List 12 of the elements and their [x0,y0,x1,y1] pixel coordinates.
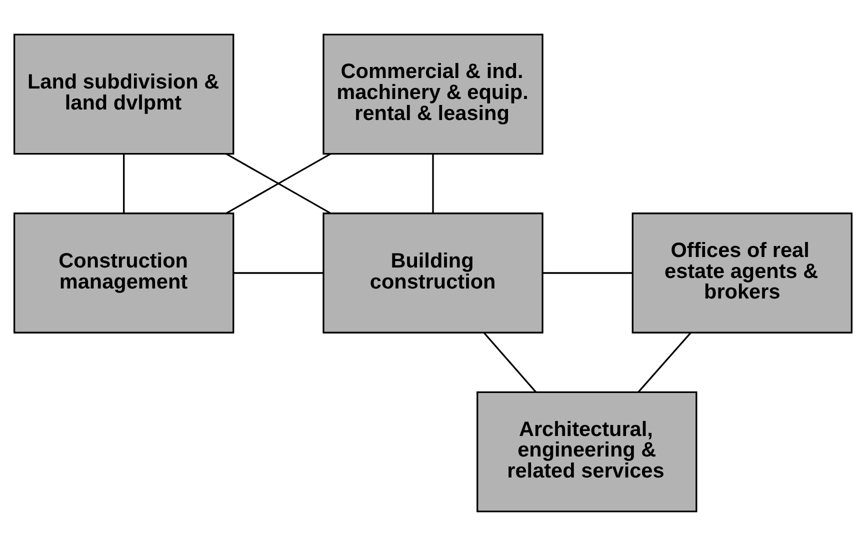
node-box: Land subdivision & land dvlpmt [13,34,234,155]
connector [484,332,536,393]
node-box: Construction management [13,212,234,334]
connector [123,154,125,214]
node-box: Architectural, engineering & related services [476,391,698,512]
node-box: Building construction [322,212,544,334]
connector [432,154,434,214]
connector [234,272,324,274]
connector [638,332,692,393]
connector [542,272,632,274]
node-box: Offices of real estate agents & brokers [632,212,853,334]
node-box: Commercial & ind. machinery & equip. rental & leasing [322,34,544,155]
